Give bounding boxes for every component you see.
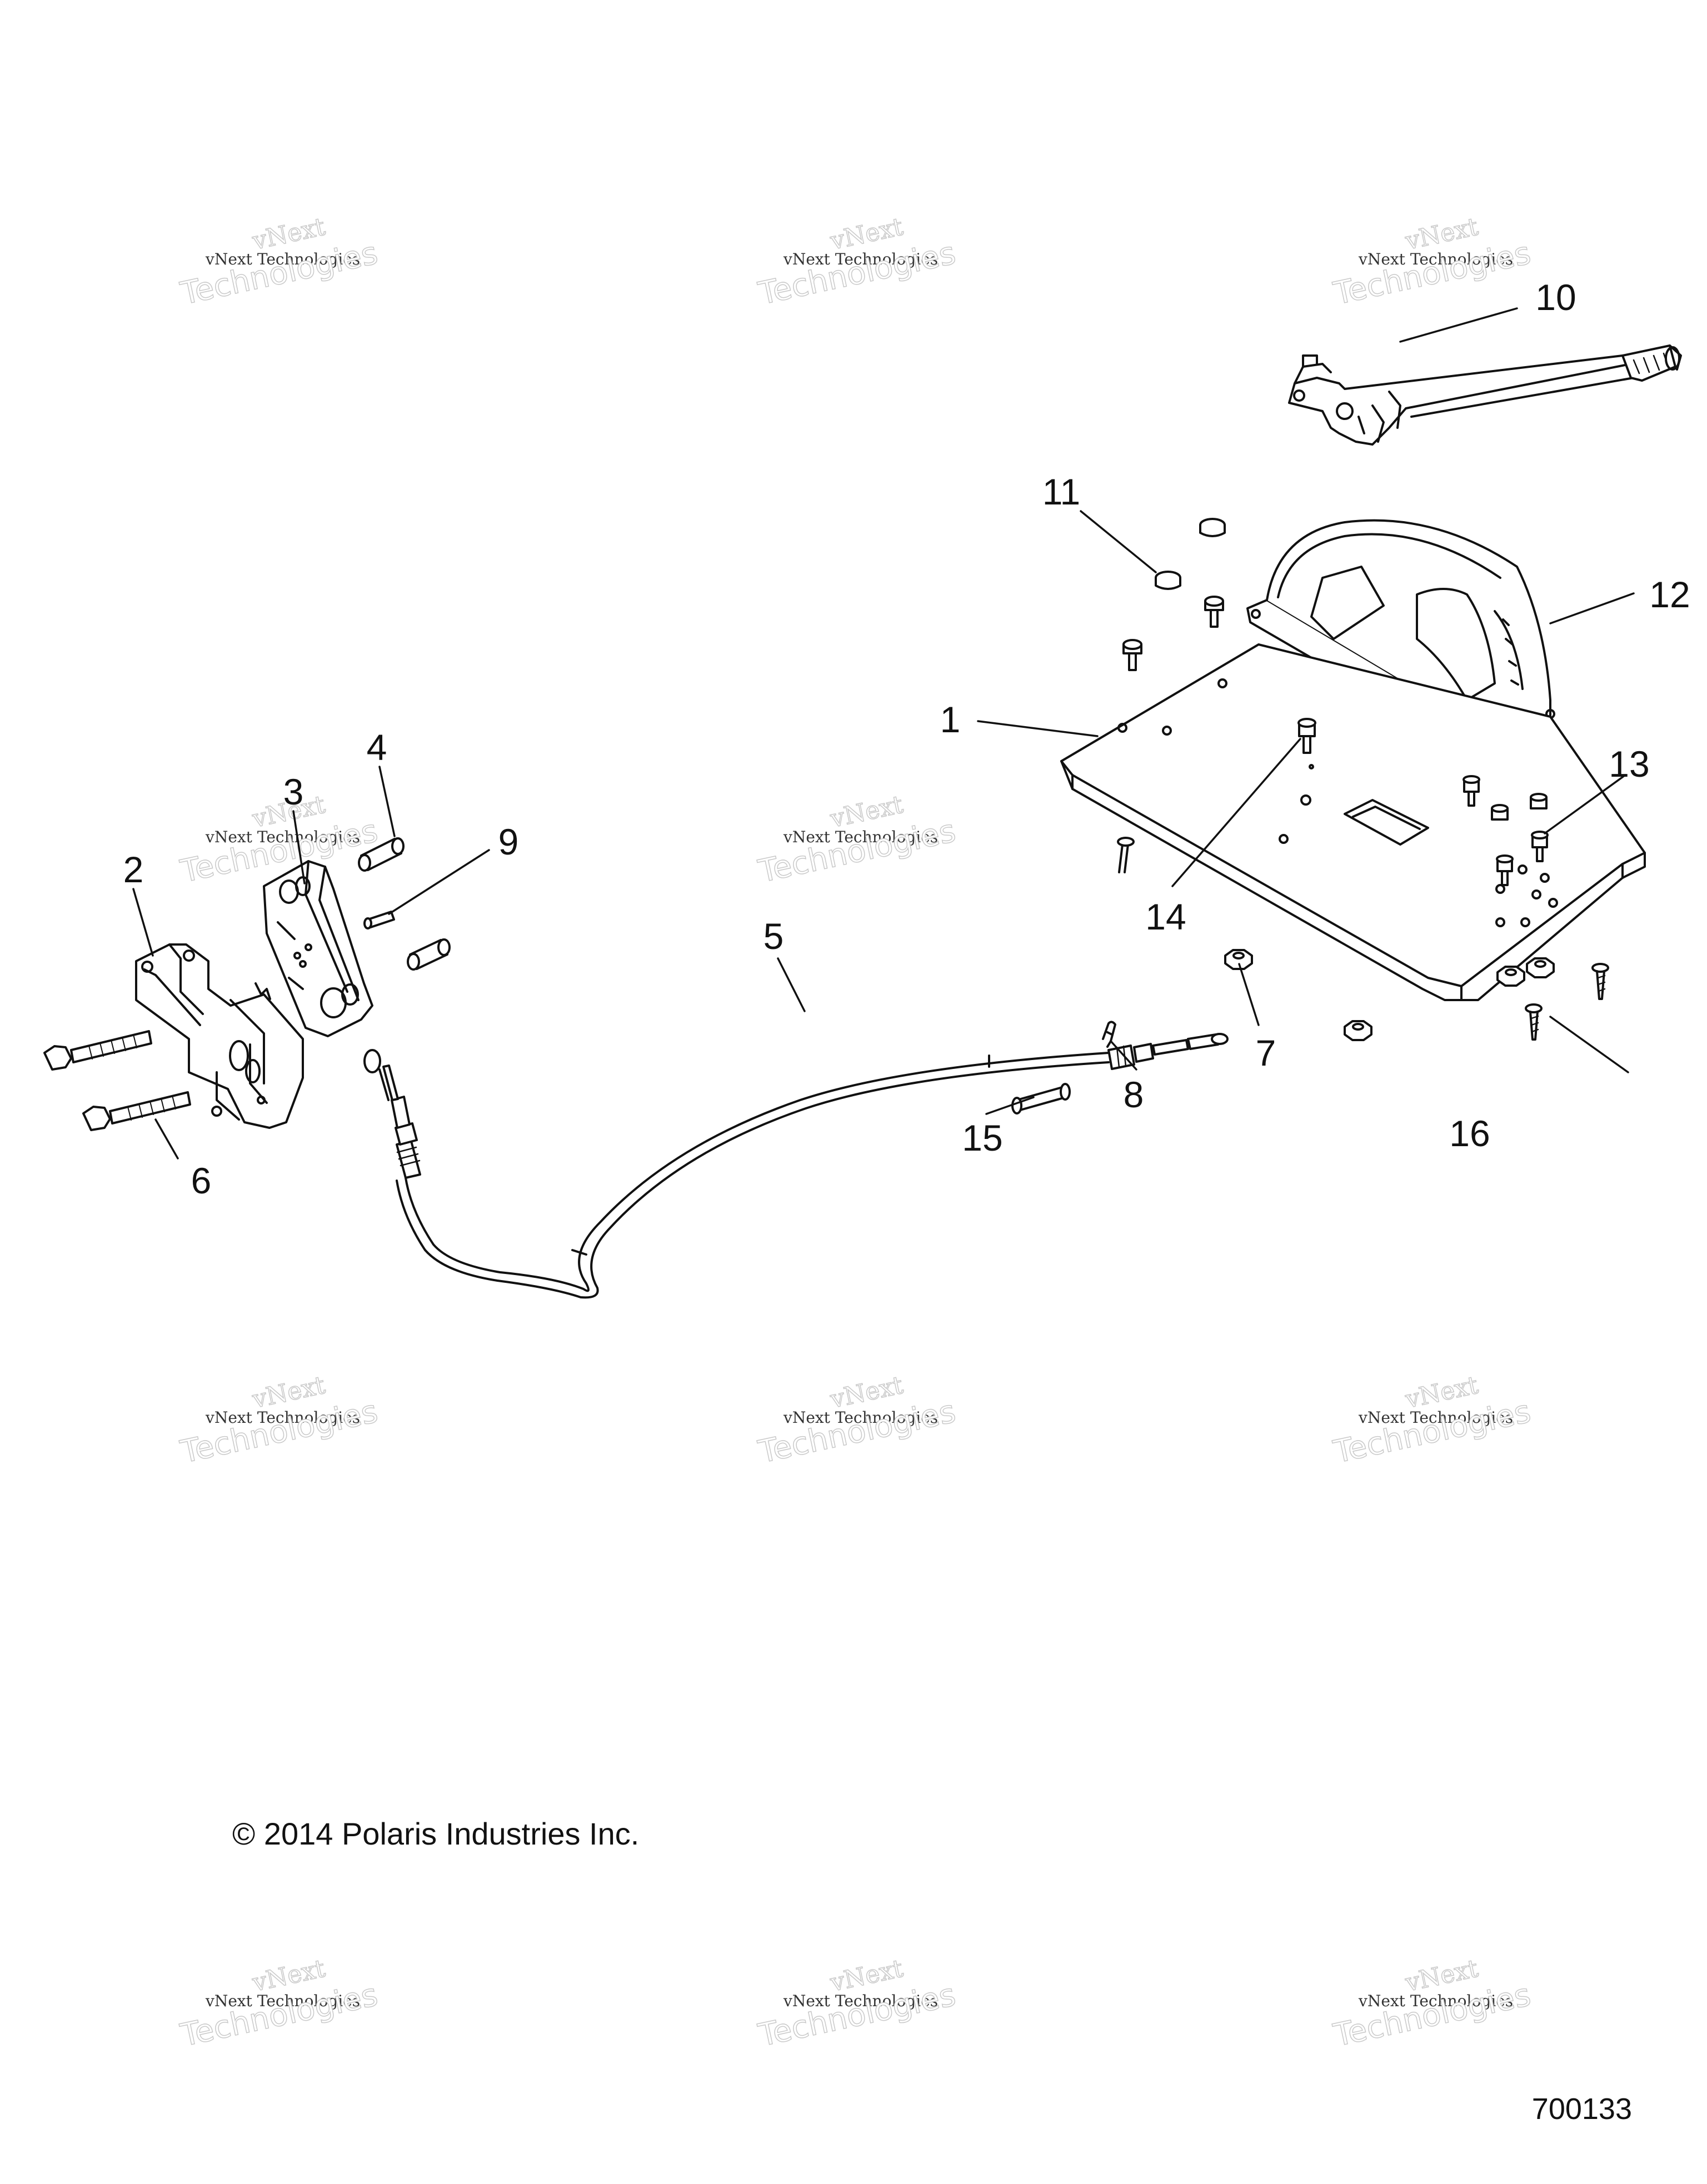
- leader-6: [154, 1118, 179, 1160]
- part-16-screws: [1525, 963, 1609, 1041]
- part-9-pin: [363, 911, 395, 929]
- leader-3: [292, 810, 306, 884]
- leader-lines: [132, 307, 1635, 1160]
- part-5-cable: [363, 1033, 1229, 1299]
- callout-7: 7: [1255, 1032, 1276, 1073]
- callout-10: 10: [1535, 277, 1576, 318]
- callout-4: 4: [366, 727, 387, 768]
- figure-number: 700133: [1531, 2092, 1632, 2126]
- copyright-text: © 2014 Polaris Industries Inc.: [232, 1816, 640, 1851]
- callout-11: 11: [1042, 471, 1081, 512]
- callout-2: 2: [123, 849, 144, 890]
- part-6-bolts: [43, 1030, 191, 1131]
- leader-12: [1549, 592, 1635, 624]
- part-1-plate: [1060, 643, 1646, 1001]
- callout-1: 1: [940, 699, 961, 740]
- leader-13: [1544, 774, 1626, 834]
- callout-13: 13: [1609, 743, 1650, 784]
- callout-16: 16: [1449, 1113, 1490, 1154]
- leader-4: [378, 766, 396, 837]
- part-8-clip: [1102, 1021, 1116, 1048]
- callout-5: 5: [763, 916, 784, 957]
- part-10-brake-lever: [1288, 344, 1682, 446]
- callout-8: 8: [1123, 1074, 1144, 1115]
- callout-9: 9: [498, 821, 519, 862]
- leader-11: [1080, 510, 1157, 573]
- part-14-bolt: [1297, 718, 1316, 754]
- part-3-arm: [263, 860, 373, 1037]
- loose-bolts: [1122, 596, 1224, 671]
- leader-15: [985, 1096, 1035, 1115]
- part-11-plugs: [1155, 518, 1226, 590]
- callout-3: 3: [283, 771, 304, 812]
- part-7-nuts: [1224, 949, 1555, 1041]
- leader-10: [1399, 307, 1518, 343]
- cotter-pin: [254, 982, 271, 1000]
- callout-15: 15: [962, 1117, 1003, 1158]
- leader-9: [388, 849, 490, 915]
- leader-5: [777, 957, 806, 1012]
- part-4-bushings: [358, 837, 451, 971]
- leader-2: [132, 888, 154, 957]
- part-13-bolts: [1463, 775, 1549, 886]
- leader-14: [1171, 738, 1301, 887]
- leader-7: [1238, 963, 1260, 1026]
- callout-12: 12: [1649, 574, 1690, 615]
- callout-6: 6: [191, 1160, 212, 1201]
- callout-14: 14: [1145, 896, 1186, 937]
- part-2-bracket: [135, 943, 304, 1129]
- leader-8: [1110, 1041, 1137, 1071]
- leader-16: [1549, 1016, 1629, 1073]
- part-15-pin: [1011, 1083, 1071, 1115]
- leader-1: [977, 720, 1099, 737]
